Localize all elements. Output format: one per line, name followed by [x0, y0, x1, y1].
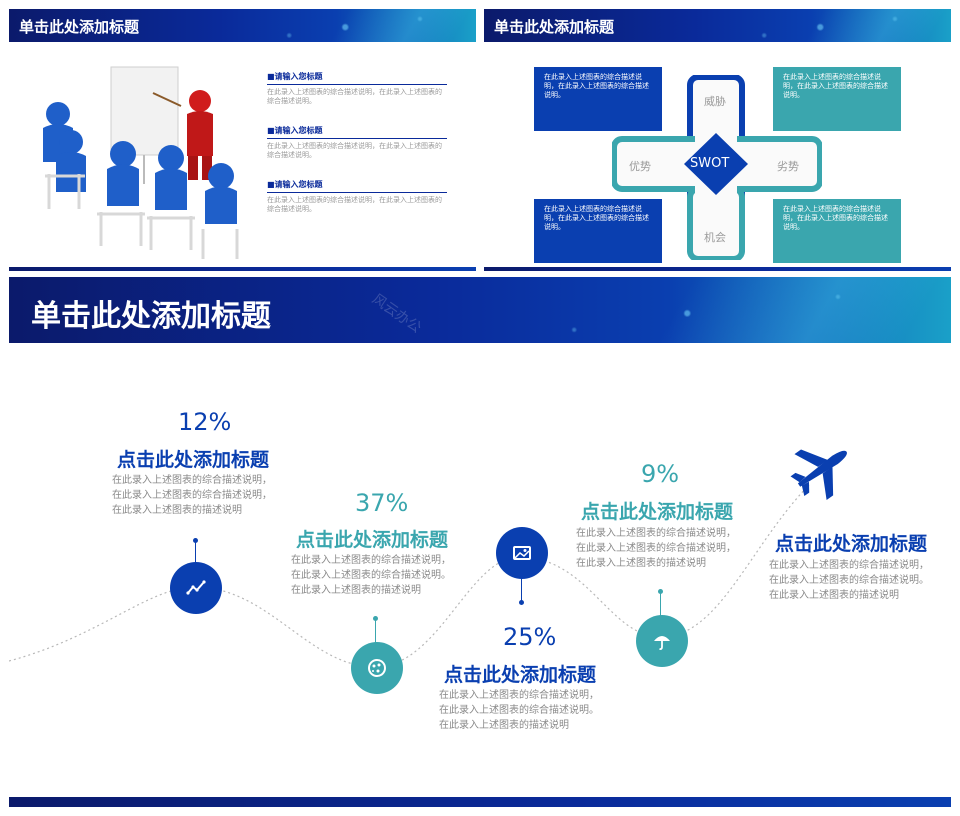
swot-box-top-left[interactable]: 在此录入上述图表的综合描述说明，在此录入上述图表的综合描述说明。 [534, 67, 662, 131]
umbrella-icon [654, 636, 670, 650]
stem-line [375, 619, 376, 643]
main-slide[interactable]: 单击此处添加标题 风云办公 12% 点击此处添加标题 在此录入上述图表的综合描述… [9, 277, 951, 807]
step-desc[interactable]: 在此录入上述图表的综合描述说明， 在此录入上述图表的综合描述说明。 在此录入上述… [439, 690, 599, 731]
item-desc[interactable]: 在此录入上述图表的综合描述说明，在此录入上述图表的综合描述说明。 [267, 142, 442, 159]
slide-footer-band [9, 267, 476, 271]
list-item: ■请输入您标题 在此录入上述图表的综合描述说明，在此录入上述图表的综合描述说明。 [267, 125, 447, 160]
slide-footer-band [9, 797, 951, 807]
step-percent[interactable]: 9% [641, 460, 680, 488]
presentation-illustration [43, 66, 239, 259]
item-title[interactable]: ■请输入您标题 [267, 72, 323, 81]
step-desc[interactable]: 在此录入上述图表的综合描述说明， 在此录入上述图表的综合描述说明， 在此录入上述… [576, 528, 736, 569]
slide-thumbnail-right[interactable]: 单击此处添加标题 在此录入上述图表的综合描述说明，在此录入上述图表的综合描述说明… [484, 9, 951, 271]
step-title[interactable]: 点击此处添加标题 [296, 529, 449, 551]
step-node[interactable] [351, 642, 403, 694]
watermark: 风云办公 [368, 291, 424, 337]
slide-footer-band [484, 267, 951, 271]
slide-thumbnail-left[interactable]: 单击此处添加标题 ■请输入您标题 在此录入上述图表的综合描述说明，在此录入上述图… [9, 9, 476, 271]
slide-title[interactable]: 单击此处添加标题 [19, 18, 140, 36]
step-title[interactable]: 点击此处添加标题 [444, 664, 597, 686]
stem-dot [373, 616, 378, 621]
pizza-icon [368, 659, 386, 677]
step-title[interactable]: 点击此处添加标题 [117, 449, 270, 471]
divider [267, 138, 447, 139]
step-percent[interactable]: 37% [355, 489, 409, 517]
step-title[interactable]: 点击此处添加标题 [775, 533, 928, 555]
step-node[interactable] [170, 562, 222, 614]
airplane-icon [790, 449, 847, 500]
step-desc[interactable]: 在此录入上述图表的综合描述说明， 在此录入上述图表的综合描述说明。 在此录入上述… [769, 560, 929, 601]
divider [267, 84, 447, 85]
photo-icon [513, 546, 531, 560]
slide-header-band: 单击此处添加标题 风云办公 [9, 277, 951, 343]
list-item: ■请输入您标题 在此录入上述图表的综合描述说明，在此录入上述图表的综合描述说明。 [267, 179, 447, 214]
item-title[interactable]: ■请输入您标题 [267, 126, 323, 135]
step-desc[interactable]: 在此录入上述图表的综合描述说明， 在此录入上述图表的综合描述说明。 在此录入上述… [291, 555, 451, 596]
stem-dot [519, 600, 524, 605]
step-title[interactable]: 点击此处添加标题 [581, 501, 734, 523]
step-node[interactable] [496, 527, 548, 579]
slide-header-band: 单击此处添加标题 [484, 9, 951, 42]
item-desc[interactable]: 在此录入上述图表的综合描述说明，在此录入上述图表的综合描述说明。 [267, 88, 442, 105]
step-node[interactable] [636, 615, 688, 667]
slide-title[interactable]: 单击此处添加标题 [494, 18, 615, 36]
stem-dot [658, 589, 663, 594]
stem-line [195, 541, 196, 563]
swot-label-weakness[interactable]: 劣势 [777, 160, 799, 173]
item-desc[interactable]: 在此录入上述图表的综合描述说明，在此录入上述图表的综合描述说明。 [267, 196, 442, 213]
trend-line-icon [186, 580, 206, 595]
step-percent[interactable]: 25% [503, 623, 557, 651]
swot-box-bottom-left[interactable]: 在此录入上述图表的综合描述说明，在此录入上述图表的综合描述说明。 [534, 199, 662, 263]
stem-dot [193, 538, 198, 543]
swot-center-label[interactable]: SWOT [690, 156, 730, 171]
slide-header-band: 单击此处添加标题 [9, 9, 476, 42]
swot-label-strength[interactable]: 优势 [629, 160, 651, 173]
divider [267, 192, 447, 193]
swot-box-top-right[interactable]: 在此录入上述图表的综合描述说明，在此录入上述图表的综合描述说明。 [773, 67, 901, 131]
swot-label-threat[interactable]: 威胁 [704, 95, 726, 108]
swot-label-opportunity[interactable]: 机会 [704, 231, 726, 244]
stem-line [521, 579, 522, 601]
list-item: ■请输入您标题 在此录入上述图表的综合描述说明，在此录入上述图表的综合描述说明。 [267, 71, 447, 106]
slide-title[interactable]: 单击此处添加标题 [31, 299, 271, 334]
stem-line [660, 592, 661, 616]
step-desc[interactable]: 在此录入上述图表的综合描述说明， 在此录入上述图表的综合描述说明， 在此录入上述… [112, 475, 272, 516]
swot-box-bottom-right[interactable]: 在此录入上述图表的综合描述说明，在此录入上述图表的综合描述说明。 [773, 199, 901, 263]
swot-cross-diagram [612, 75, 822, 260]
item-title[interactable]: ■请输入您标题 [267, 180, 323, 189]
step-percent[interactable]: 12% [178, 408, 232, 436]
